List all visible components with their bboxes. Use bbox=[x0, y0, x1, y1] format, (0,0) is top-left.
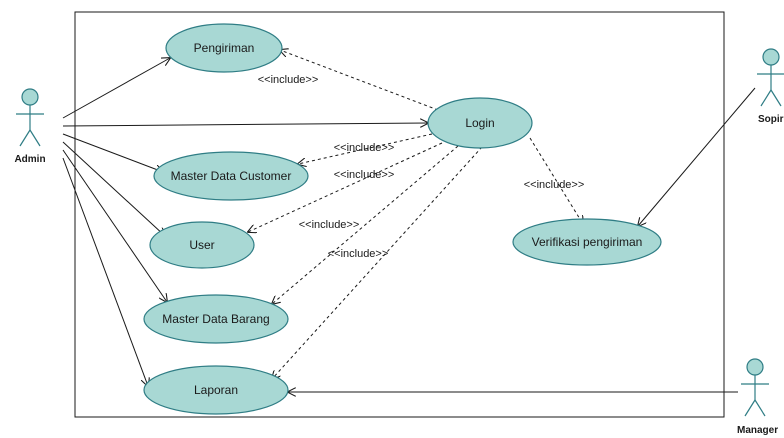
actor-head bbox=[746, 358, 764, 376]
assoc-admin-login bbox=[62, 123, 428, 126]
use-case-master-data-barang[interactable]: Master Data Barang bbox=[143, 294, 289, 344]
include-login-verifikasi bbox=[529, 137, 583, 224]
actor-leg-right bbox=[29, 129, 41, 147]
use-case-verifikasi-pengiriman[interactable]: Verifikasi pengiriman bbox=[512, 218, 662, 266]
use-case-shape bbox=[153, 151, 309, 201]
include-login-pengiriman bbox=[280, 50, 439, 111]
actor-sopir-label: Sopir bbox=[758, 114, 784, 125]
actor-leg-left bbox=[760, 89, 772, 107]
use-case-shape bbox=[427, 97, 533, 149]
use-case-shape bbox=[512, 218, 662, 266]
use-case-master-data-customer[interactable]: Master Data Customer bbox=[153, 151, 309, 201]
use-case-shape bbox=[165, 23, 283, 73]
use-case-label: Master Data Barang bbox=[162, 312, 269, 326]
include-label-user: <<include>> bbox=[334, 169, 395, 181]
actor-sopir[interactable]: Sopir bbox=[757, 48, 784, 125]
assoc-admin-pengiriman bbox=[62, 58, 170, 119]
use-case-shape bbox=[143, 294, 289, 344]
use-case-label: Login bbox=[465, 116, 494, 130]
use-case-shape bbox=[149, 221, 255, 269]
include-label-master-data-barang: <<include>> bbox=[299, 219, 360, 231]
actor-admin-label: Admin bbox=[14, 154, 45, 165]
use-case-label: Verifikasi pengiriman bbox=[532, 235, 643, 249]
include-login-laporan bbox=[272, 146, 483, 379]
admin-associations bbox=[62, 58, 428, 386]
include-label-master-data-customer: <<include>> bbox=[334, 142, 395, 154]
assoc-sopir-verifikasi bbox=[638, 87, 756, 226]
include-dependencies bbox=[248, 50, 583, 379]
use-case-login[interactable]: Login bbox=[427, 97, 533, 149]
use-case-label: Laporan bbox=[194, 383, 238, 397]
use-case-label: Master Data Customer bbox=[171, 169, 292, 183]
use-case-user[interactable]: User bbox=[149, 221, 255, 269]
assoc-admin-master-data-barang bbox=[62, 149, 167, 302]
actor-head bbox=[21, 88, 39, 106]
actor-admin[interactable]: Admin bbox=[14, 88, 46, 165]
actor-manager-label: Manager bbox=[737, 425, 778, 436]
actor-manager[interactable]: Manager bbox=[737, 358, 778, 436]
use-case-label: User bbox=[189, 238, 214, 252]
actor-leg-left bbox=[19, 129, 31, 147]
actor-leg-right bbox=[770, 89, 782, 107]
use-case-label: Pengiriman bbox=[194, 41, 255, 55]
actor-leg-left bbox=[744, 399, 756, 417]
include-label-laporan: <<include>> bbox=[328, 248, 389, 260]
include-label-pengiriman: <<include>> bbox=[258, 74, 319, 86]
include-login-master-data-barang bbox=[272, 145, 459, 304]
system-boundary bbox=[74, 11, 725, 418]
assoc-admin-master-data-customer bbox=[62, 133, 163, 172]
use-case-shape bbox=[143, 365, 289, 415]
assoc-admin-user bbox=[62, 141, 165, 236]
use-case-pengiriman[interactable]: Pengiriman bbox=[165, 23, 283, 73]
actor-head bbox=[762, 48, 780, 66]
use-case-laporan[interactable]: Laporan bbox=[143, 365, 289, 415]
assoc-admin-laporan bbox=[62, 157, 148, 386]
include-label-verifikasi: <<include>> bbox=[524, 179, 585, 191]
actor-leg-right bbox=[754, 399, 766, 417]
include-login-master-data-customer bbox=[298, 133, 433, 164]
